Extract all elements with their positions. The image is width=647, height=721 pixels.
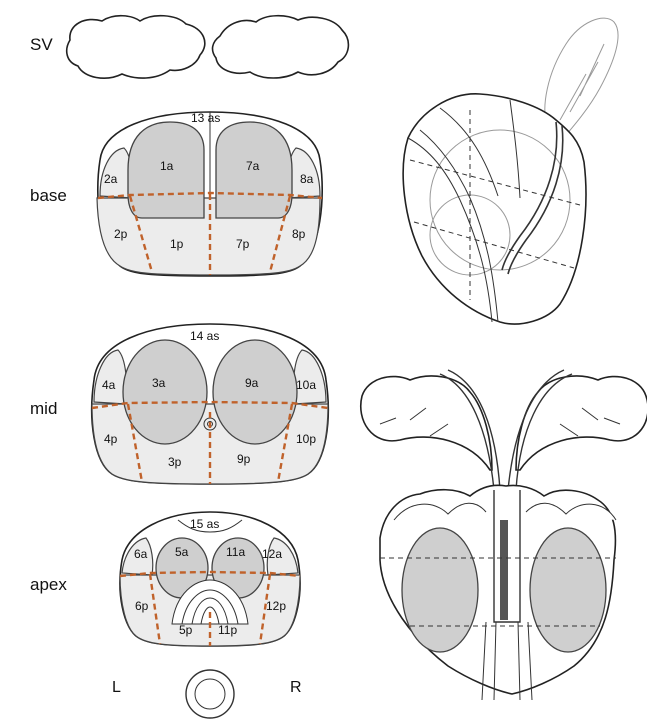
urethra-cross-section-icon: [186, 670, 234, 718]
zone-label-10a: 10a: [296, 378, 316, 392]
zone-label-1a: 1a: [160, 159, 174, 173]
zone-label-7p: 7p: [236, 237, 250, 251]
zone-label-4p: 4p: [104, 432, 118, 446]
zone-label-4a: 4a: [102, 378, 116, 392]
zone-label-12a: 12a: [262, 547, 282, 561]
mid-lobe-left: [123, 340, 207, 444]
zone-label-1p: 1p: [170, 237, 184, 251]
seminal-vesicle-left: [67, 16, 205, 78]
zone-label-9a: 9a: [245, 376, 259, 390]
zone-label-7a: 7a: [246, 159, 260, 173]
zone-label-9p: 9p: [237, 452, 251, 466]
label-base: base: [30, 186, 67, 205]
zone-label-3a: 3a: [152, 376, 166, 390]
apex-section: 15 as 5a 11a 6a 12a 6p 5p 11p 12p: [120, 512, 300, 646]
orientation-right: R: [290, 679, 302, 696]
zone-label-8a: 8a: [300, 172, 314, 186]
zone-label-12p: 12p: [266, 599, 286, 613]
zone-label-8p: 8p: [292, 227, 306, 241]
base-section: 13 as 1a 7a 2a 8a 2p 1p 7p 8p: [97, 111, 322, 276]
label-apex: apex: [30, 575, 67, 594]
mid-zone-4a-area: [94, 350, 127, 404]
zone-label-11p: 11p: [218, 623, 237, 637]
sagittal-view: [403, 18, 618, 324]
orientation-left: L: [112, 679, 121, 696]
zone-label-2p: 2p: [114, 227, 128, 241]
seminal-vesicles: [67, 16, 349, 78]
coronal-lobe-right: [530, 528, 606, 652]
zone-label-2a: 2a: [104, 172, 118, 186]
coronal-lobe-left: [402, 528, 478, 652]
zone-label-15as: 15 as: [190, 517, 219, 531]
mid-zone-10a-area: [293, 350, 326, 404]
label-mid: mid: [30, 399, 57, 418]
label-sv: SV: [30, 35, 53, 54]
zone-label-6a: 6a: [134, 547, 148, 561]
zone-label-14as: 14 as: [190, 329, 219, 343]
zone-label-13as: 13 as: [191, 111, 220, 125]
zone-label-5a: 5a: [175, 545, 189, 559]
seminal-vesicle-right: [213, 16, 349, 78]
zone-label-11a: 11a: [226, 545, 245, 559]
zone-label-5p: 5p: [179, 623, 193, 637]
zone-label-3p: 3p: [168, 455, 182, 469]
coronal-seminal-vesicle-right: [516, 376, 647, 470]
zone-label-6p: 6p: [135, 599, 149, 613]
mid-section: 14 as 3a 9a 4a 10a 4p 3p 9p 10p: [92, 324, 329, 484]
zone-label-10p: 10p: [296, 432, 316, 446]
mid-lobe-right: [213, 340, 297, 444]
coronal-view: [361, 370, 647, 700]
